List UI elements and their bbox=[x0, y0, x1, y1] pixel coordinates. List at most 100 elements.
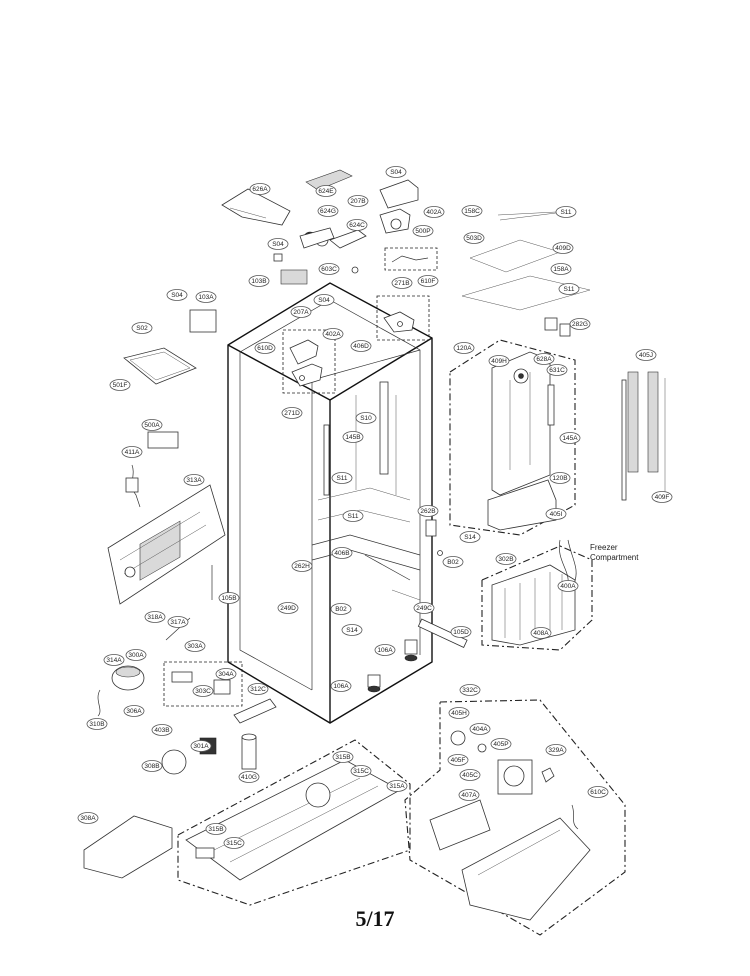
rear-cover-panel bbox=[107, 484, 226, 605]
part-label-329A: 329A bbox=[545, 744, 567, 756]
part-label-308A: 308A bbox=[77, 812, 99, 824]
part-label-text: 603C bbox=[321, 266, 337, 273]
part-label-text: 306A bbox=[126, 708, 142, 715]
base-plate-group bbox=[177, 739, 411, 906]
part-label-S14: S14 bbox=[459, 531, 481, 543]
part-label-text: 304A bbox=[218, 671, 234, 678]
part-label-text: 249D bbox=[280, 605, 296, 612]
part-label-text: 403B bbox=[154, 727, 169, 734]
part-label-S04: S04 bbox=[385, 166, 407, 178]
part-label-text: 402A bbox=[325, 331, 341, 338]
part-label-text: 500P bbox=[415, 228, 430, 235]
part-label-105B: 105B bbox=[218, 592, 240, 604]
part-label-text: 405F bbox=[451, 757, 466, 764]
part-label-303C: 303C bbox=[192, 685, 214, 697]
part-label-text: 105B bbox=[221, 595, 236, 602]
part-label-text: 282G bbox=[572, 321, 588, 328]
part-label-text: 318A bbox=[147, 614, 163, 621]
part-label-text: 628A bbox=[536, 356, 552, 363]
part-label-text: S04 bbox=[171, 292, 183, 299]
part-label-text: 500A bbox=[144, 422, 160, 429]
middle-right-parts bbox=[211, 519, 468, 693]
part-label-text: 262B bbox=[420, 508, 435, 515]
part-label-624E: 624E bbox=[315, 185, 337, 197]
part-label-B02: B02 bbox=[330, 603, 352, 615]
part-label-249D: 249D bbox=[277, 602, 299, 614]
part-label-text: 158A bbox=[553, 266, 569, 273]
part-label-405I: 405I bbox=[545, 508, 567, 520]
left-upper-parts bbox=[123, 309, 217, 508]
part-label-text: 106A bbox=[377, 647, 393, 654]
part-label-310B: 310B bbox=[86, 718, 108, 730]
part-label-text: 158C bbox=[464, 208, 480, 215]
part-label-407A: 407A bbox=[458, 789, 480, 801]
part-label-text: 631C bbox=[549, 367, 565, 374]
part-label-302B: 302B bbox=[495, 553, 517, 565]
part-label-text: 312C bbox=[250, 686, 266, 693]
part-label-text: 302B bbox=[498, 556, 513, 563]
part-label-text: 411A bbox=[125, 449, 140, 456]
part-label-text: 308B bbox=[144, 763, 159, 770]
part-label-text: S11 bbox=[560, 209, 571, 216]
part-label-262B: 262B bbox=[417, 505, 439, 517]
part-label-text: S14 bbox=[464, 534, 476, 541]
part-label-308B: 308B bbox=[141, 760, 163, 772]
part-label-S02: S02 bbox=[131, 322, 153, 334]
part-label-402A: 402A bbox=[322, 328, 344, 340]
part-label-B02: B02 bbox=[442, 556, 464, 568]
part-label-text: S04 bbox=[318, 297, 330, 304]
part-label-406D: 406D bbox=[350, 340, 372, 352]
part-label-503D: 503D bbox=[463, 232, 485, 244]
part-label-626A: 626A bbox=[249, 183, 271, 195]
part-label-S10: S10 bbox=[355, 412, 377, 424]
part-label-315A: 315A bbox=[386, 780, 408, 792]
part-label-315C: 315C bbox=[223, 837, 245, 849]
part-label-text: 317A bbox=[170, 619, 186, 626]
part-label-text: 313A bbox=[186, 477, 202, 484]
part-label-315B: 315B bbox=[332, 751, 354, 763]
note-line-2: Compartment bbox=[590, 553, 639, 562]
part-label-312C: 312C bbox=[247, 683, 269, 695]
part-label-106A: 106A bbox=[330, 680, 352, 692]
part-label-207B: 207B bbox=[347, 195, 369, 207]
part-label-315B: 315B bbox=[205, 823, 227, 835]
part-label-text: 610D bbox=[257, 345, 273, 352]
part-label-text: 332C bbox=[462, 687, 478, 694]
refrigerator-cabinet bbox=[227, 282, 433, 724]
part-label-S14: S14 bbox=[341, 624, 363, 636]
part-label-S04: S04 bbox=[313, 294, 335, 306]
part-label-text: 329A bbox=[548, 747, 564, 754]
part-label-628A: 628A bbox=[533, 353, 555, 365]
part-label-text: 145B bbox=[345, 434, 360, 441]
part-label-317A: 317A bbox=[167, 616, 189, 628]
part-label-158C: 158C bbox=[461, 205, 483, 217]
part-label-text: 303C bbox=[195, 688, 211, 695]
part-label-403B: 403B bbox=[151, 724, 173, 736]
part-label-300A: 300A bbox=[125, 649, 147, 661]
part-label-303A: 303A bbox=[184, 640, 206, 652]
part-label-105D: 105D bbox=[450, 626, 472, 638]
part-label-S11: S11 bbox=[558, 283, 580, 295]
part-label-text: 103A bbox=[198, 294, 214, 301]
part-label-text: 315A bbox=[389, 783, 405, 790]
part-label-406B: 406B bbox=[331, 547, 353, 559]
part-label-text: 310B bbox=[89, 721, 104, 728]
part-label-text: 405H bbox=[451, 710, 467, 717]
part-label-408A: 408A bbox=[530, 627, 552, 639]
part-label-207A: 207A bbox=[290, 306, 312, 318]
part-label-500A: 500A bbox=[141, 419, 163, 431]
part-label-411A: 411A bbox=[121, 446, 143, 458]
part-label-text: S04 bbox=[272, 241, 284, 248]
part-label-313A: 313A bbox=[183, 474, 205, 486]
part-label-610F: 610F bbox=[417, 275, 439, 287]
part-label-text: 300A bbox=[128, 652, 144, 659]
part-label-103A: 103A bbox=[195, 291, 217, 303]
part-label-text: 404A bbox=[472, 726, 488, 733]
evaporator-assembly bbox=[481, 539, 593, 651]
part-label-text: 626A bbox=[252, 186, 268, 193]
part-label-631C: 631C bbox=[546, 364, 568, 376]
part-label-text: S04 bbox=[390, 169, 402, 176]
part-label-106A: 106A bbox=[374, 644, 396, 656]
part-label-text: 315B bbox=[335, 754, 350, 761]
